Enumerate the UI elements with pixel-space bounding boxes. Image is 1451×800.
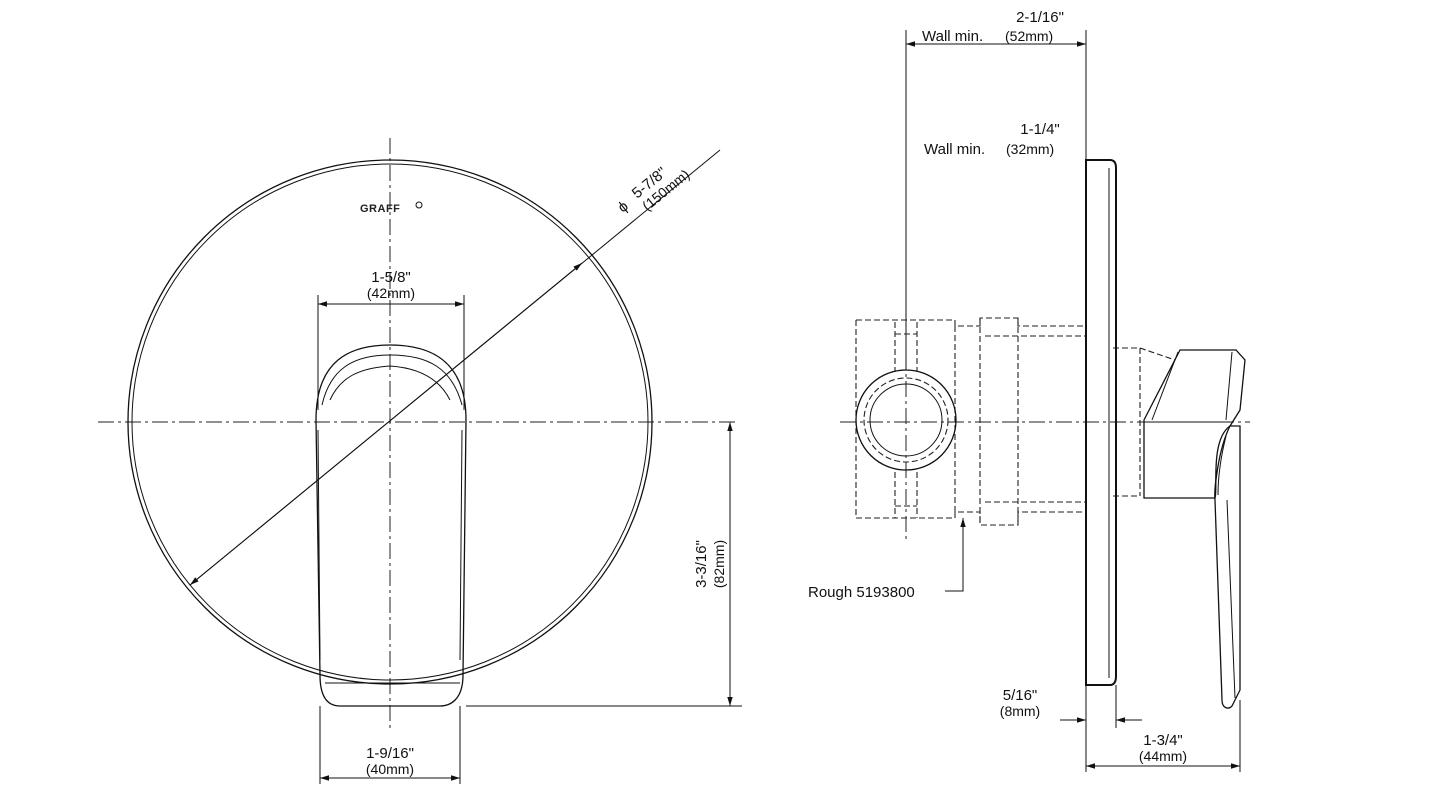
handle-front — [315, 344, 467, 707]
rough-leader-line — [945, 518, 966, 592]
handle-top-width-imperial: 1-5/8" — [371, 269, 411, 286]
wall-min-min-imperial: 1-1/4" — [1020, 121, 1060, 138]
port-circle-inner — [869, 383, 943, 457]
handle-height-metric: (82mm) — [711, 540, 727, 588]
handle-bottom-width-metric: (40mm) — [366, 761, 414, 777]
plate-thickness-imperial: 5/16" — [1003, 687, 1038, 704]
handle-top-width-metric: (42mm) — [367, 285, 415, 301]
wall-min-max-label: Wall min. — [922, 28, 983, 45]
wall-min-max-metric: (52mm) — [1005, 28, 1053, 44]
registered-mark-icon — [415, 201, 423, 209]
escutcheon-plate-inner — [131, 163, 649, 681]
graff-logo: GRAFF — [360, 203, 400, 215]
escutcheon-plate-outer — [127, 159, 653, 685]
projection-metric: (44mm) — [1139, 748, 1187, 764]
handle-side — [1143, 349, 1246, 709]
wall-min-max-imperial: 2-1/16" — [1016, 9, 1064, 26]
wall-min-min-metric: (32mm) — [1006, 141, 1054, 157]
diameter-symbol: ϕ — [615, 198, 632, 217]
front-view: GRAFF ϕ 5-7/8" (150mm) 1-5/8" (42mm) 1- — [98, 138, 742, 784]
handle-height-imperial: 3-3/16" — [693, 540, 710, 588]
port-circle-middle — [863, 377, 949, 463]
handle-bottom-width-imperial: 1-9/16" — [366, 745, 414, 762]
rough-label: Rough 5193800 — [808, 584, 915, 601]
wall-min-min-label: Wall min. — [924, 141, 985, 158]
plate-thickness-metric: (8mm) — [1000, 703, 1040, 719]
wall-plate — [1085, 159, 1117, 686]
rough-valve-body — [855, 317, 1176, 526]
projection-imperial: 1-3/4" — [1143, 732, 1183, 749]
side-view: 2-1/16" Wall min. (52mm) 1-1/4" Wall min… — [808, 9, 1250, 772]
